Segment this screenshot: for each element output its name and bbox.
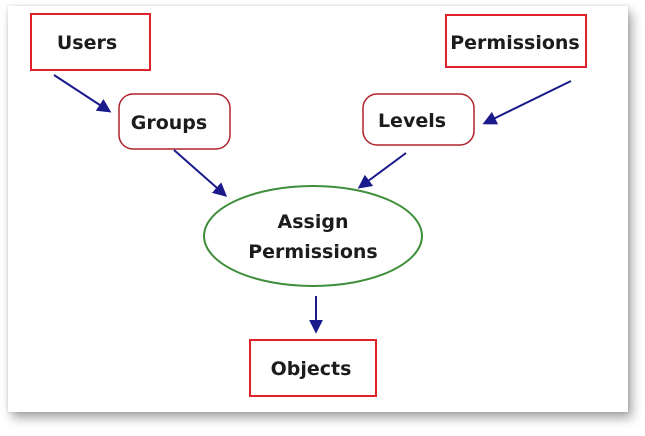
assign-label-line1: Assign — [278, 211, 349, 233]
groups-label: Groups — [131, 112, 207, 134]
arrow-levels-to-assign — [357, 152, 407, 189]
arrow-permissions-to-levels — [482, 80, 572, 125]
users-box — [30, 13, 151, 71]
levels-label: Levels — [378, 110, 446, 132]
groups-box — [118, 93, 231, 150]
groups-node: Groups — [118, 93, 231, 150]
permissions-label: Permissions — [450, 32, 580, 54]
objects-box — [249, 339, 377, 397]
arrow-users-to-groups — [53, 74, 112, 113]
assign-permissions-node: Assign Permissions — [203, 185, 423, 287]
permissions-box — [445, 14, 587, 68]
users-label: Users — [57, 32, 117, 54]
levels-box — [362, 93, 475, 146]
objects-node: Objects — [249, 339, 377, 397]
levels-node: Levels — [362, 93, 475, 146]
users-node: Users — [30, 13, 151, 71]
assign-label-line2: Permissions — [248, 241, 378, 263]
permissions-node: Permissions — [445, 14, 587, 68]
arrow-groups-to-assign — [173, 149, 228, 197]
objects-label: Objects — [271, 358, 352, 380]
assign-permissions-ellipse — [203, 185, 423, 287]
